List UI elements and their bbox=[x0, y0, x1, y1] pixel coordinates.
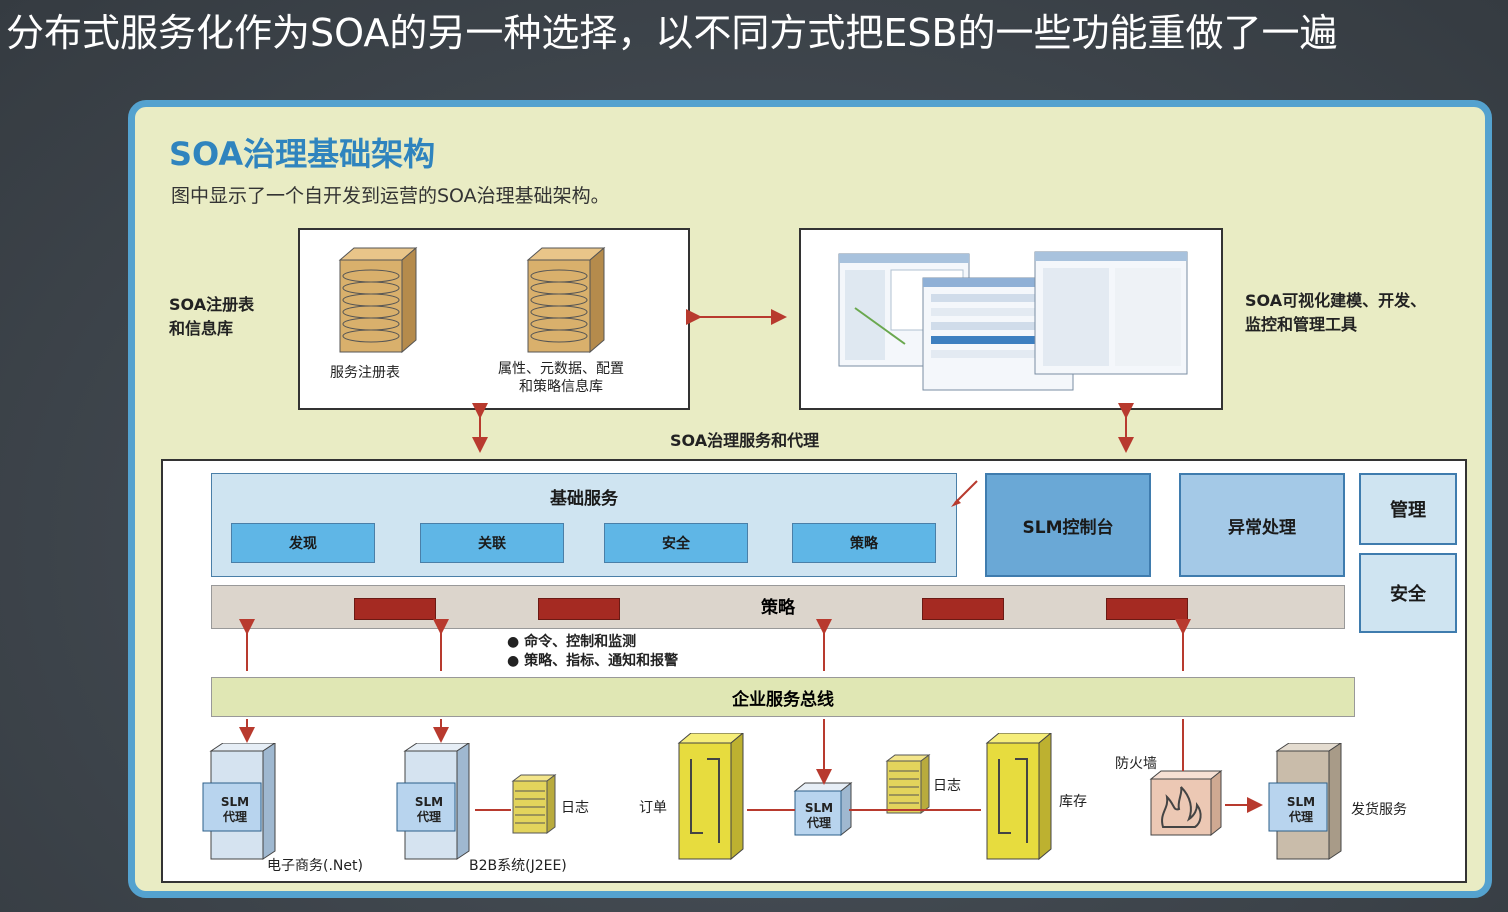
management-box: 管理 bbox=[1359, 473, 1457, 545]
b2b-label: B2B系统(J2EE) bbox=[469, 858, 567, 874]
policy-block bbox=[1106, 598, 1188, 620]
server-icon bbox=[202, 743, 276, 860]
registry-label-line2: 和信息库 bbox=[169, 319, 234, 338]
tools-label-line1: SOA可视化建模、开发、 bbox=[1245, 291, 1427, 310]
governance-services-label: SOA治理服务和代理 bbox=[670, 431, 820, 450]
slm-agent-text: 代理 bbox=[806, 816, 831, 830]
governance-services-box: 基础服务 发现 关联 安全 策略 SLM控制台 异常处理 管理 安全 策略 ● … bbox=[161, 459, 1467, 883]
inventory-server-icon bbox=[985, 733, 1052, 861]
diagram-title: SOA治理基础架构 bbox=[169, 135, 436, 173]
policy-block bbox=[354, 598, 436, 620]
slm-agent-label: SLM 代理 bbox=[407, 795, 451, 825]
slm-agent-text: SLM bbox=[804, 801, 834, 815]
security-box: 安全 bbox=[1359, 553, 1457, 633]
inventory-label: 库存 bbox=[1059, 794, 1087, 810]
diagram-subtitle: 图中显示了一个自开发到运营的SOA治理基础架构。 bbox=[171, 185, 610, 207]
order-label: 订单 bbox=[639, 800, 667, 816]
registry-label: SOA注册表 和信息库 bbox=[169, 293, 254, 341]
firewall-icon bbox=[1149, 769, 1223, 837]
bullet-list: ● 命令、控制和监测 ● 策略、指标、通知和报警 bbox=[507, 633, 678, 671]
exception-handling-box: 异常处理 bbox=[1179, 473, 1345, 577]
service-registry-label: 服务注册表 bbox=[330, 365, 400, 381]
server-icon bbox=[1268, 743, 1342, 860]
server-icon bbox=[396, 743, 470, 860]
policy-bar: 策略 bbox=[211, 585, 1345, 629]
slm-agent-label: SLM 代理 bbox=[1279, 795, 1323, 825]
discovery-box: 发现 bbox=[231, 523, 375, 563]
database-icon bbox=[338, 246, 418, 354]
slm-console-box: SLM控制台 bbox=[985, 473, 1151, 577]
policy-service-box: 策略 bbox=[792, 523, 936, 563]
attributes-repository-label: 属性、元数据、配置 和策略信息库 bbox=[486, 360, 636, 396]
tools-label-line2: 监控和管理工具 bbox=[1245, 315, 1358, 334]
order-server-icon bbox=[677, 733, 744, 861]
database-icon bbox=[526, 246, 606, 354]
shipping-service-label: 发货服务 bbox=[1351, 802, 1407, 818]
bullet-text: 策略、指标、通知和报警 bbox=[524, 653, 679, 669]
slm-agent-text: 代理 bbox=[222, 810, 247, 824]
firewall-label: 防火墙 bbox=[1115, 756, 1157, 772]
slm-agent-text: 代理 bbox=[1288, 810, 1313, 824]
slm-agent-text: 代理 bbox=[416, 810, 441, 824]
tool-screenshots-icon bbox=[838, 251, 1188, 391]
log-database-icon bbox=[885, 754, 931, 814]
policy-block bbox=[922, 598, 1004, 620]
log-database-icon bbox=[511, 774, 557, 834]
slm-agent-label: SLM 代理 bbox=[799, 801, 839, 831]
slm-agent-text: SLM bbox=[220, 795, 250, 809]
slm-agent-label: SLM 代理 bbox=[213, 795, 257, 825]
tools-label: SOA可视化建模、开发、 监控和管理工具 bbox=[1245, 289, 1426, 337]
slide-heading: 分布式服务化作为SOA的另一种选择，以不同方式把ESB的一些功能重做了一遍 bbox=[6, 11, 1338, 55]
registry-box: 服务注册表 属性、元数据、配置 和策略信息库 bbox=[298, 228, 690, 410]
attributes-line2: 和策略信息库 bbox=[519, 379, 603, 395]
policy-block bbox=[538, 598, 620, 620]
soa-governance-diagram: SOA治理基础架构 图中显示了一个自开发到运营的SOA治理基础架构。 SOA注册… bbox=[128, 100, 1492, 898]
attributes-line1: 属性、元数据、配置 bbox=[498, 361, 624, 377]
policy-bar-label: 策略 bbox=[761, 598, 795, 618]
basic-services-title: 基础服务 bbox=[550, 489, 618, 509]
ecommerce-label: 电子商务(.Net) bbox=[267, 858, 363, 874]
registry-label-line1: SOA注册表 bbox=[169, 295, 255, 314]
bullet-item: ● 策略、指标、通知和报警 bbox=[507, 653, 679, 669]
bullet-text: 命令、控制和监测 bbox=[524, 634, 637, 650]
tools-box bbox=[799, 228, 1223, 410]
enterprise-service-bus: 企业服务总线 bbox=[211, 677, 1355, 717]
log-label: 日志 bbox=[561, 800, 589, 816]
correlation-box: 关联 bbox=[420, 523, 564, 563]
slm-agent-text: SLM bbox=[414, 795, 444, 809]
agent-cube-icon bbox=[793, 781, 853, 837]
slm-agent-text: SLM bbox=[1286, 795, 1316, 809]
bullet-item: ● 命令、控制和监测 bbox=[507, 634, 637, 650]
security-service-box: 安全 bbox=[604, 523, 748, 563]
log-label: 日志 bbox=[933, 778, 961, 794]
